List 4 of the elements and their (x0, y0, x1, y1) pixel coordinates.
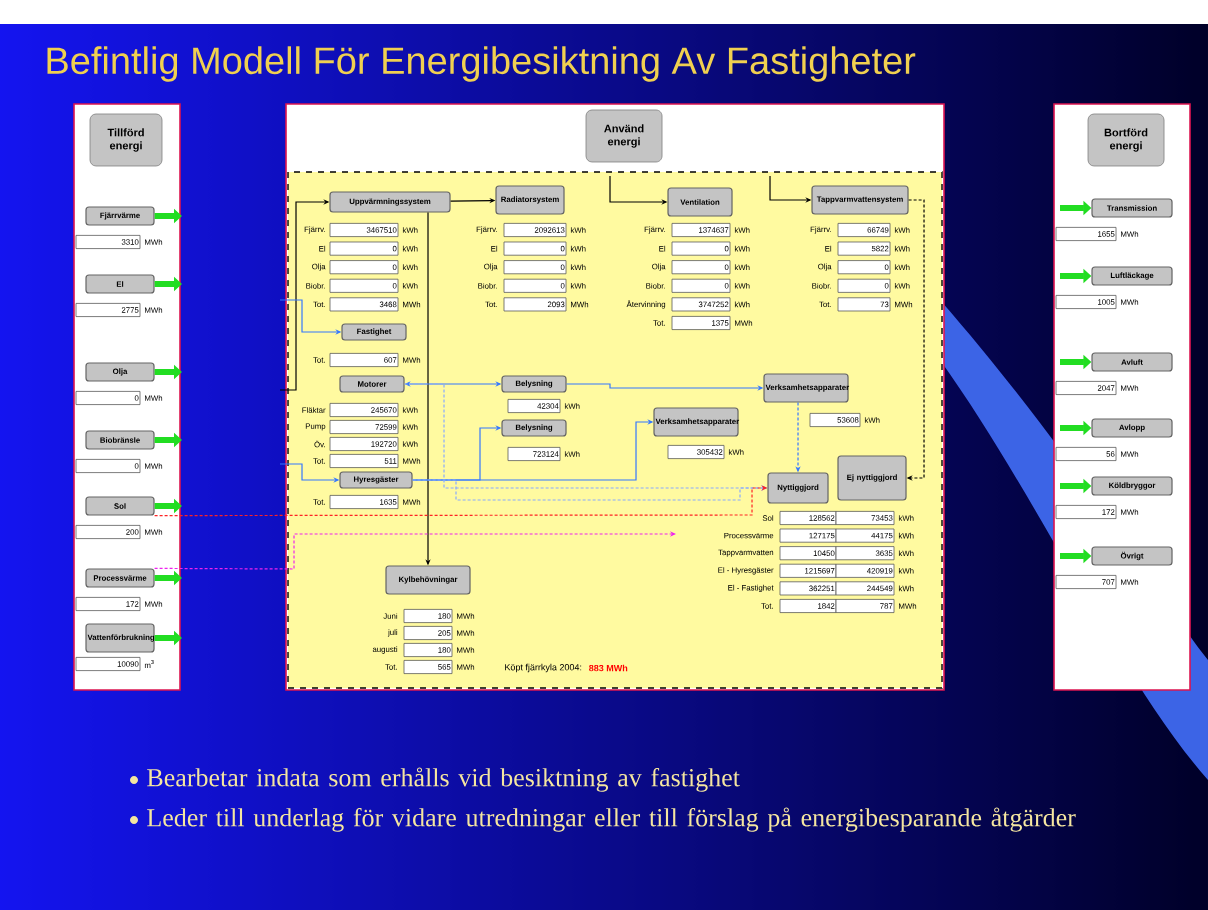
title: Befintlig Modell För Energibesiktning Av Fastigheter (47, 46, 916, 82)
bullet-text: Leder till underlag för vidare utredningar eller till förslag på energibesparande åtgärder (147, 807, 1076, 832)
bullet-text: Bearbetar indata som erhålls vid besiktning av fastighet (147, 767, 740, 792)
arrow (154, 531, 676, 570)
